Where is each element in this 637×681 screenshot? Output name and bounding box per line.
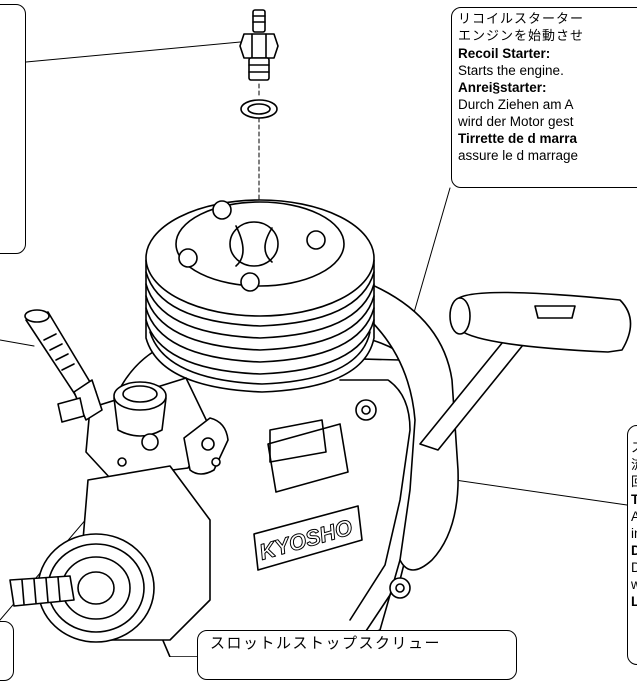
right-callout-line1: ス (631, 440, 637, 457)
engine-illustration: KYOSHO (0, 9, 632, 657)
bottom-left-callout (0, 621, 14, 681)
carburetor (85, 377, 327, 479)
right-callout-line2: 流 (631, 457, 637, 474)
right-callout-line10: L (631, 594, 637, 609)
recoil-jp-line1: リコイルスターター (458, 12, 585, 27)
throttle-jp: スロットルストップスクリュー (210, 634, 442, 652)
right-callout-line6: in (631, 526, 637, 541)
recoil-de-text2: wird der Motor gest (458, 114, 574, 129)
right-callout-line7: D (631, 543, 637, 558)
recoil-en-heading: Recoil Starter: (458, 46, 551, 61)
recoil-de-text1: Durch Ziehen am A (458, 97, 574, 112)
recoil-de-heading: Anrei§starter: (458, 80, 547, 95)
right-callout-line8: D (631, 560, 637, 575)
front-housing (9, 465, 211, 643)
glow-plug-callout (0, 4, 26, 254)
recoil-fr-heading: Tirrette de d marra (458, 131, 578, 146)
throttle-stop-screw-callout: スロットルストップスクリュー (197, 630, 517, 680)
right-callout-line4: T (631, 492, 637, 507)
recoil-starter-callout: リコイルスターター エンジンを始動させ Recoil Starter: Star… (451, 7, 637, 188)
logo-plate: KYOSHO (253, 423, 363, 571)
starter-handle (419, 291, 632, 451)
right-callout-line5: A (631, 509, 637, 524)
cylinder-head (145, 199, 375, 393)
right-callout-line9: w (631, 577, 637, 592)
recoil-jp-line2: エンジンを始動させ (458, 29, 585, 44)
needle-valve (24, 309, 103, 423)
recoil-fr-text: assure le d marrage (458, 148, 579, 163)
recoil-en-text: Starts the engine. (458, 63, 564, 78)
glow-plug (239, 9, 279, 286)
right-callout-line3: 回 (631, 474, 637, 491)
